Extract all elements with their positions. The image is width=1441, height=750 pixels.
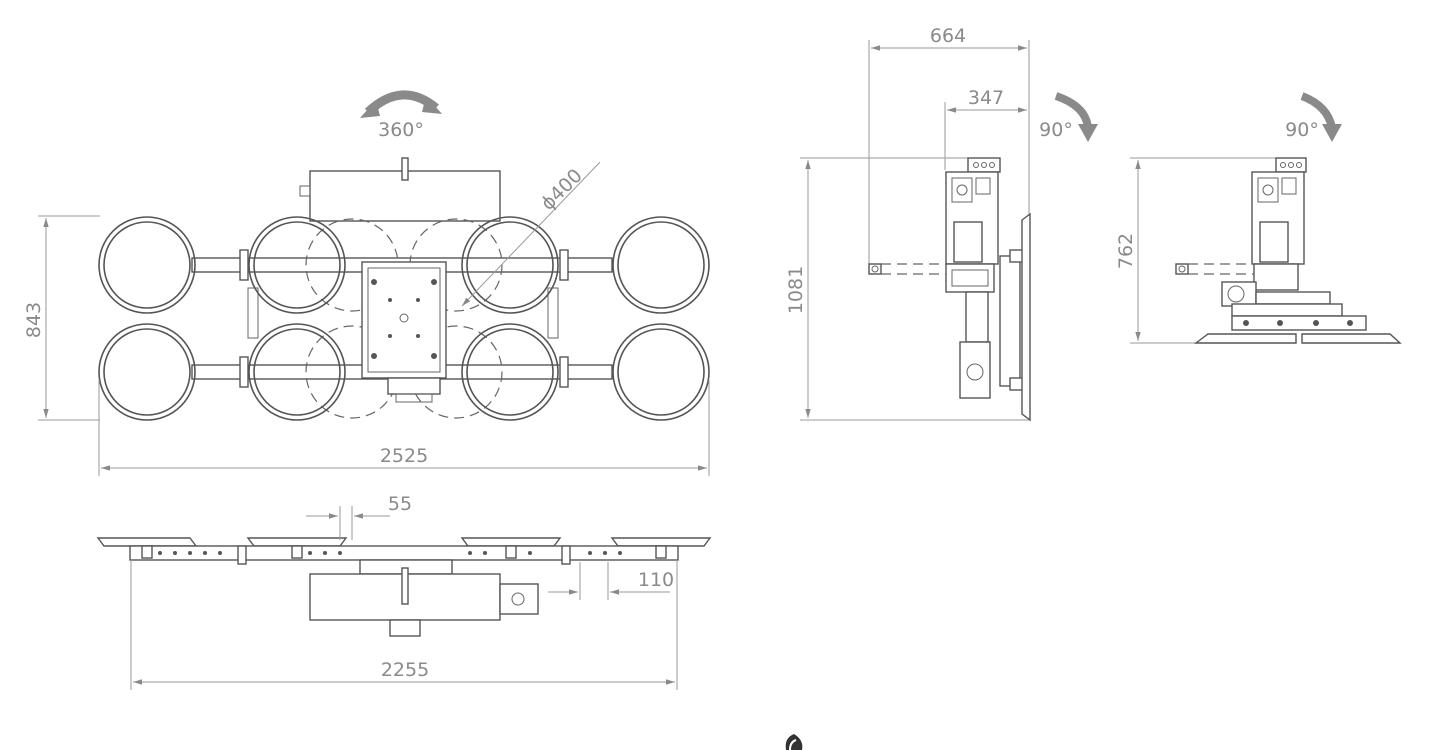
logo-fragment — [785, 734, 803, 750]
width-2255-label: 2255 — [381, 659, 429, 681]
width-2525-label: 2525 — [380, 445, 428, 467]
tilt-arrow-left-icon — [1054, 92, 1098, 142]
depth-347-label: 347 — [968, 87, 1004, 109]
height-843-label: 843 — [23, 302, 45, 338]
tilt-right-label: 90° — [1285, 119, 1319, 141]
offset-110-label: 110 — [638, 569, 674, 591]
front-view: 360° — [23, 90, 710, 476]
tilted-suction-plate-left — [1193, 333, 1297, 344]
spacing-55-label: 55 — [388, 493, 412, 515]
tilt-left-label: 90° — [1039, 119, 1073, 141]
side-view-tilted: 90° 762 — [1115, 92, 1402, 344]
height-762-label: 762 — [1115, 233, 1137, 269]
beam-holes — [158, 551, 622, 555]
rotation-label: 360° — [378, 119, 424, 141]
diameter-label: ϕ400 — [537, 165, 587, 215]
depth-664-label: 664 — [930, 25, 966, 47]
top-view: 55 110 2255 — [96, 493, 712, 690]
tilted-suction-plate-right — [1301, 333, 1402, 344]
height-1081-label: 1081 — [785, 266, 807, 314]
tilt-arrow-right-icon — [1300, 92, 1342, 142]
rotation-arrow-icon — [360, 90, 442, 118]
side-suction-plate — [1021, 212, 1031, 422]
suction-cups — [98, 216, 710, 421]
side-view: 664 347 1081 90° — [785, 25, 1098, 422]
